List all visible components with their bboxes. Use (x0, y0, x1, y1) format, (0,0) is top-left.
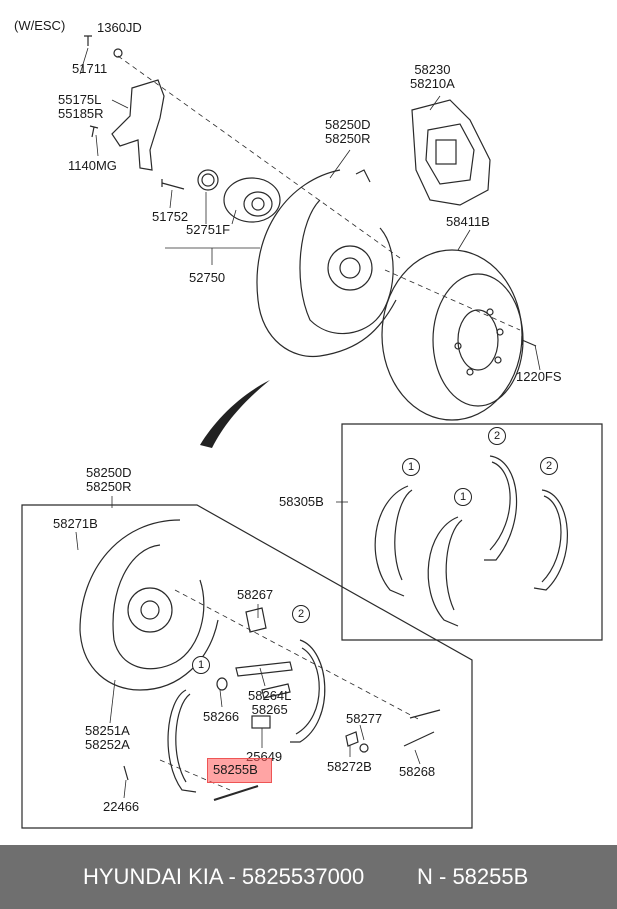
part-label-58271b: 58271B (53, 516, 98, 531)
part-label-58250r-top: 58250R (325, 131, 371, 146)
shoe-kit-shoes (374, 455, 568, 627)
part-label-58210a: 58210A (410, 76, 455, 91)
part-label-55175l: 55175L (58, 92, 102, 107)
part-label-58265: 58265 (251, 702, 288, 717)
assembly-parts (123, 607, 441, 801)
part-label-1360jd: 1360JD (97, 20, 142, 35)
callout-kit-2a: 2 (488, 427, 506, 445)
part-label-52751f: 52751F (186, 222, 231, 237)
part-label-58264l: 58264L (248, 688, 292, 703)
footer-brand-partnumber: HYUNDAI KIA - 5825537000 (83, 864, 365, 889)
footer-bar: HYUNDAI KIA - 5825537000 N - 58255B (0, 845, 617, 909)
callout-kit-1b: 1 (454, 488, 472, 506)
part-label-58268: 58268 (399, 764, 436, 779)
part-label-58251a: 58251A (85, 723, 130, 738)
variant-note: (W/ESC) (14, 18, 66, 33)
part-label-58250d-top: 58250D (325, 117, 371, 132)
part-label-55175l-55185r: 55175L 55185R (58, 93, 104, 121)
part-label-58230-58210a: 58230 58210A (410, 63, 455, 91)
callout-assy-2: 2 (292, 605, 310, 623)
part-label-58250d-58250r-top: 58250D 58250R (325, 118, 371, 146)
hub-bearing-part (197, 169, 281, 223)
part-label-58411b: 58411B (446, 214, 490, 229)
part-label-51752: 51752 (152, 209, 189, 224)
assembly-axis-lines (117, 55, 521, 791)
part-label-58267: 58267 (237, 587, 274, 602)
highlight-box (207, 758, 272, 783)
part-label-58272b: 58272B (327, 759, 372, 774)
part-label-22466: 22466 (103, 799, 140, 814)
callout-kit-2b: 2 (540, 457, 558, 475)
assembly-frame (21, 504, 473, 829)
part-label-52750: 52750 (189, 270, 226, 285)
part-label-51711: 51711 (72, 61, 108, 76)
part-label-55185r: 55185R (58, 106, 104, 121)
part-label-58252a: 58252A (85, 737, 130, 752)
footer-reference: N - 58255B (417, 864, 529, 889)
part-label-58266: 58266 (203, 709, 240, 724)
shoe-kit-frame (341, 423, 603, 641)
leader-lines (75, 47, 541, 799)
transition-arrow (200, 380, 270, 448)
backing-plate-bottom (79, 519, 219, 691)
brake-disc-part (381, 249, 524, 421)
part-label-58277: 58277 (346, 711, 383, 726)
part-label-58250d-58250r-mid: 58250D 58250R (86, 466, 132, 494)
part-label-58251a-58252a: 58251A 58252A (85, 724, 130, 752)
part-label-58255b-highlighted: 58255B (213, 762, 258, 777)
bracket-part (111, 79, 165, 171)
part-label-58264l-58265: 58264L 58265 (248, 689, 291, 717)
part-label-58250d-mid: 58250D (86, 465, 132, 480)
part-label-58230: 58230 (414, 62, 451, 77)
callout-assy-1: 1 (192, 656, 210, 674)
backing-plate-top (256, 169, 397, 358)
part-label-1220fs: 1220FS (516, 369, 562, 384)
part-label-58305b: 58305B (279, 494, 324, 509)
callout-kit-1a: 1 (402, 458, 420, 476)
caliper-part (411, 99, 491, 206)
part-label-58250r-mid: 58250R (86, 479, 132, 494)
part-label-1140mg: 1140MG (68, 158, 117, 173)
exploded-parts-diagram (21, 35, 603, 829)
